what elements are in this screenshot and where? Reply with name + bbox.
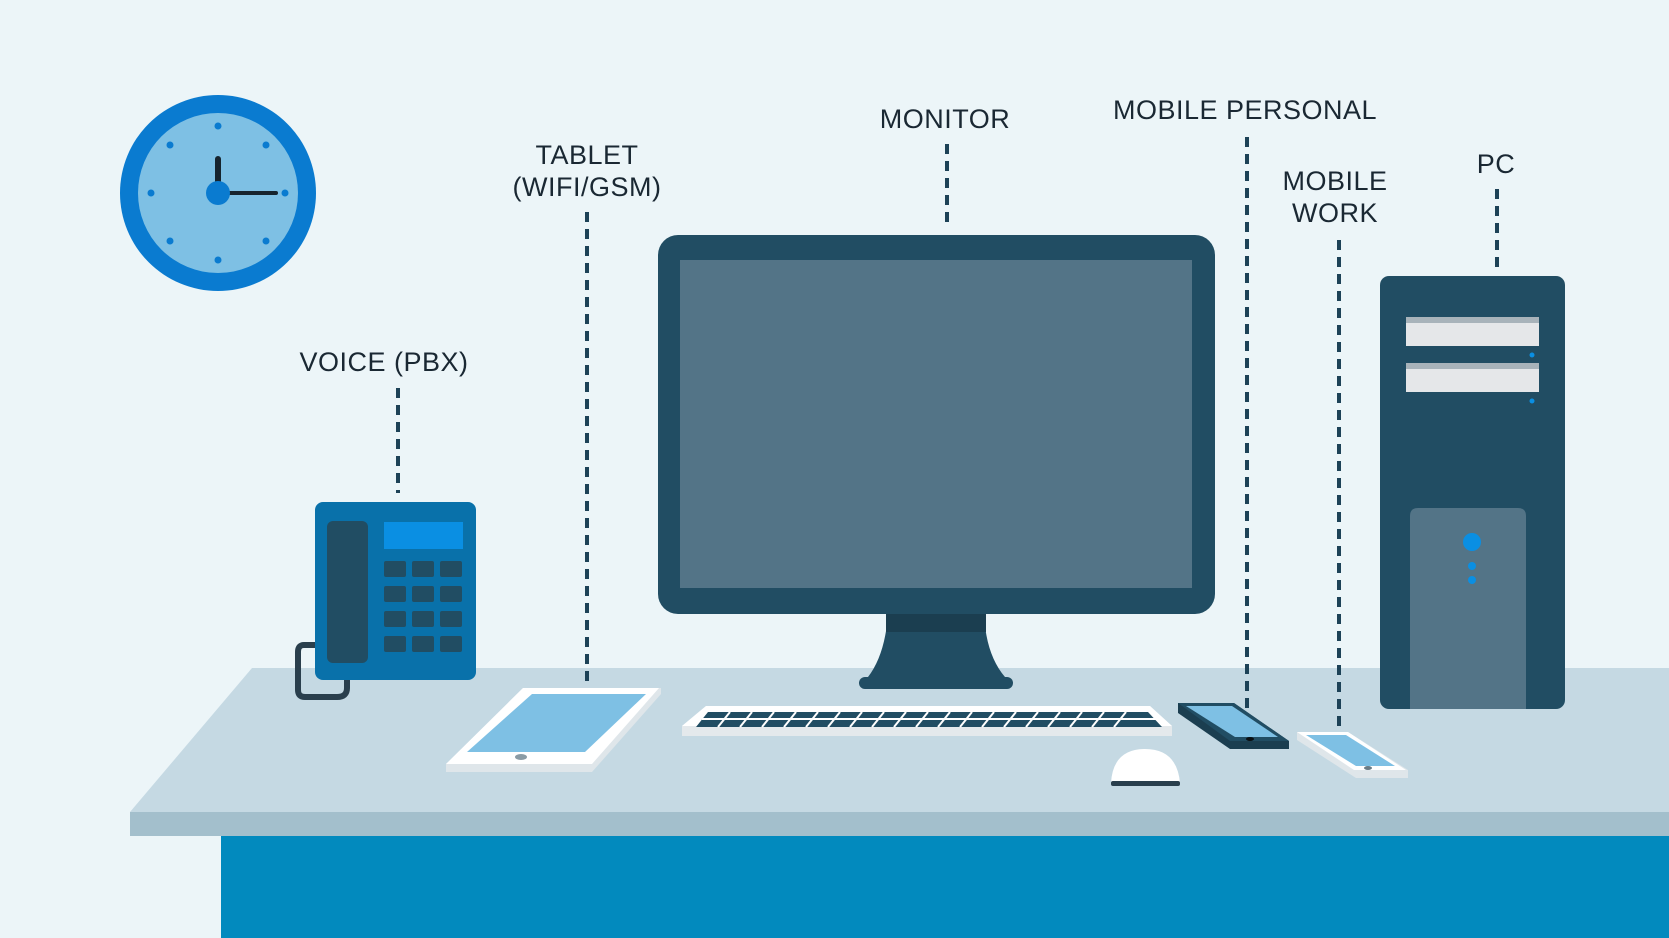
tablet-icon bbox=[446, 688, 661, 772]
mobile-personal-label: MOBILE PERSONAL bbox=[1112, 95, 1378, 125]
keyboard-keys bbox=[702, 711, 1156, 728]
monitor-icon bbox=[658, 235, 1215, 689]
voice-pbx-label: VOICE (PBX) bbox=[299, 347, 469, 377]
keyboard-icon bbox=[682, 706, 1172, 736]
tablet-label-line2: (WIFI/GSM) bbox=[512, 172, 662, 202]
mobile-work-icon bbox=[1297, 732, 1408, 778]
desk-phone-icon bbox=[295, 502, 476, 700]
mobile-personal-icon bbox=[1178, 703, 1289, 749]
mobile-work-label-line2: WORK bbox=[1292, 198, 1378, 228]
leader-lines bbox=[396, 137, 1499, 750]
monitor-label: MONITOR bbox=[879, 104, 1011, 134]
mobile-work-label-line1: MOBILE bbox=[1282, 166, 1388, 196]
mouse-icon bbox=[1111, 749, 1180, 786]
tablet-label-line1: TABLET bbox=[535, 140, 639, 170]
pc-tower-icon bbox=[1380, 276, 1565, 709]
wall-clock-icon bbox=[120, 95, 316, 291]
pc-label: PC bbox=[1476, 149, 1516, 179]
